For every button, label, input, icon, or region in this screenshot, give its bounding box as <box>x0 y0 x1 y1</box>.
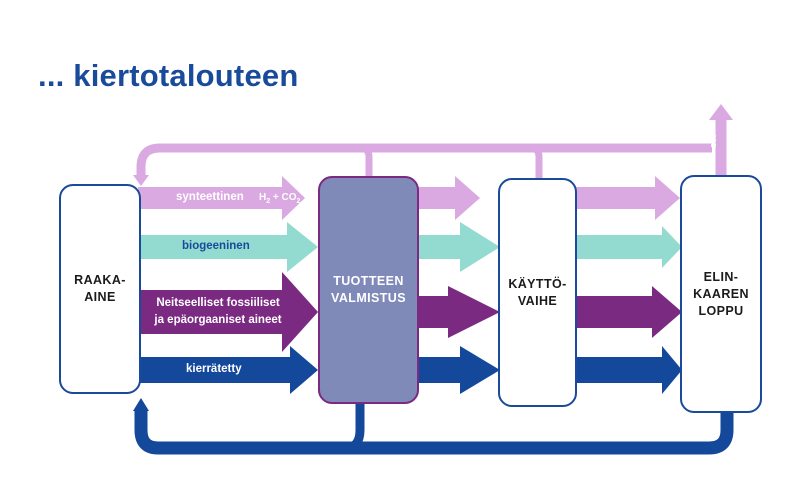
synthetic-arrowhead-3 <box>655 176 680 220</box>
co2-output-arrowhead <box>709 104 733 120</box>
biogenic-arrowhead-1 <box>287 222 318 272</box>
biogenic-band-2 <box>415 235 465 259</box>
stage-production: TUOTTEEN VALMISTUS <box>318 176 419 404</box>
synthetic-loop <box>133 104 733 186</box>
biogenic-flow <box>138 222 682 272</box>
formula-plus-co: + CO <box>270 192 297 203</box>
production-co2-branch <box>359 144 373 178</box>
synthetic-band-3 <box>575 187 660 209</box>
stage-use-phase: KÄYTTÖ- VAIHE <box>498 178 577 407</box>
recycled-arrowhead-1 <box>290 346 318 394</box>
recycled-flow <box>138 346 682 394</box>
biogenic-band-1 <box>138 235 288 259</box>
biogenic-arrowhead-3 <box>662 226 682 268</box>
recycling-loop <box>133 398 734 455</box>
recycled-band-1 <box>138 357 298 383</box>
recycling-return-path <box>134 410 734 455</box>
co2-return-arrowhead <box>133 175 149 186</box>
fossil-flow <box>138 272 682 352</box>
recycled-band-2 <box>415 357 465 383</box>
fossil-band-1 <box>138 290 288 334</box>
recycled-flow-label: kierrätetty <box>186 363 242 375</box>
biogenic-arrowhead-2 <box>460 222 500 272</box>
co2-output-label: CO₂ <box>711 134 718 148</box>
stage-production-label: TUOTTEEN VALMISTUS <box>331 274 406 305</box>
formula-sub-2: 2 <box>296 198 301 205</box>
fossil-flow-label: Neitseelliset fossiiliset ja epäorgaanis… <box>154 297 282 326</box>
recycling-return-arrowhead <box>133 398 149 411</box>
synthetic-band-2 <box>415 187 460 209</box>
biogenic-flow-label: biogeeninen <box>182 240 250 252</box>
fossil-arrowhead-2 <box>448 286 500 338</box>
synthetic-arrowhead-2 <box>455 176 480 220</box>
page-title: ... kiertotalouteen <box>38 58 299 93</box>
fossil-arrowhead-1 <box>282 272 318 352</box>
production-recycle-branch <box>344 402 365 453</box>
stage-use-phase-label: KÄYTTÖ- VAIHE <box>508 276 567 308</box>
recycled-arrowhead-3 <box>662 346 682 394</box>
recycled-band-3 <box>575 357 665 383</box>
synthetic-flow-label: synteettinen H2 + CO2 <box>176 191 300 205</box>
recycled-arrowhead-2 <box>460 346 500 394</box>
co2-return-loop <box>136 143 712 178</box>
fossil-arrowhead-3 <box>652 286 682 338</box>
stage-raw-material-label: RAAKA- AINE <box>74 273 126 304</box>
synthetic-band-1 <box>138 187 288 209</box>
formula-h: H <box>258 192 267 203</box>
formula-sub-1: 2 <box>266 198 271 205</box>
use-co2-branch <box>529 144 543 180</box>
stage-end-of-life-label: ELIN- KAAREN LOPPU <box>693 269 749 318</box>
fossil-band-3 <box>575 296 655 328</box>
synthetic-flow <box>138 176 680 220</box>
stage-raw-material: RAAKA- AINE <box>59 184 141 394</box>
synthetic-label-text: synteettinen <box>176 191 244 203</box>
synthetic-formula: H2 + CO2 <box>258 192 301 205</box>
stage-end-of-life: ELIN- KAAREN LOPPU <box>680 175 762 413</box>
synthetic-arrowhead-1 <box>282 176 305 220</box>
biogenic-band-3 <box>575 235 665 259</box>
